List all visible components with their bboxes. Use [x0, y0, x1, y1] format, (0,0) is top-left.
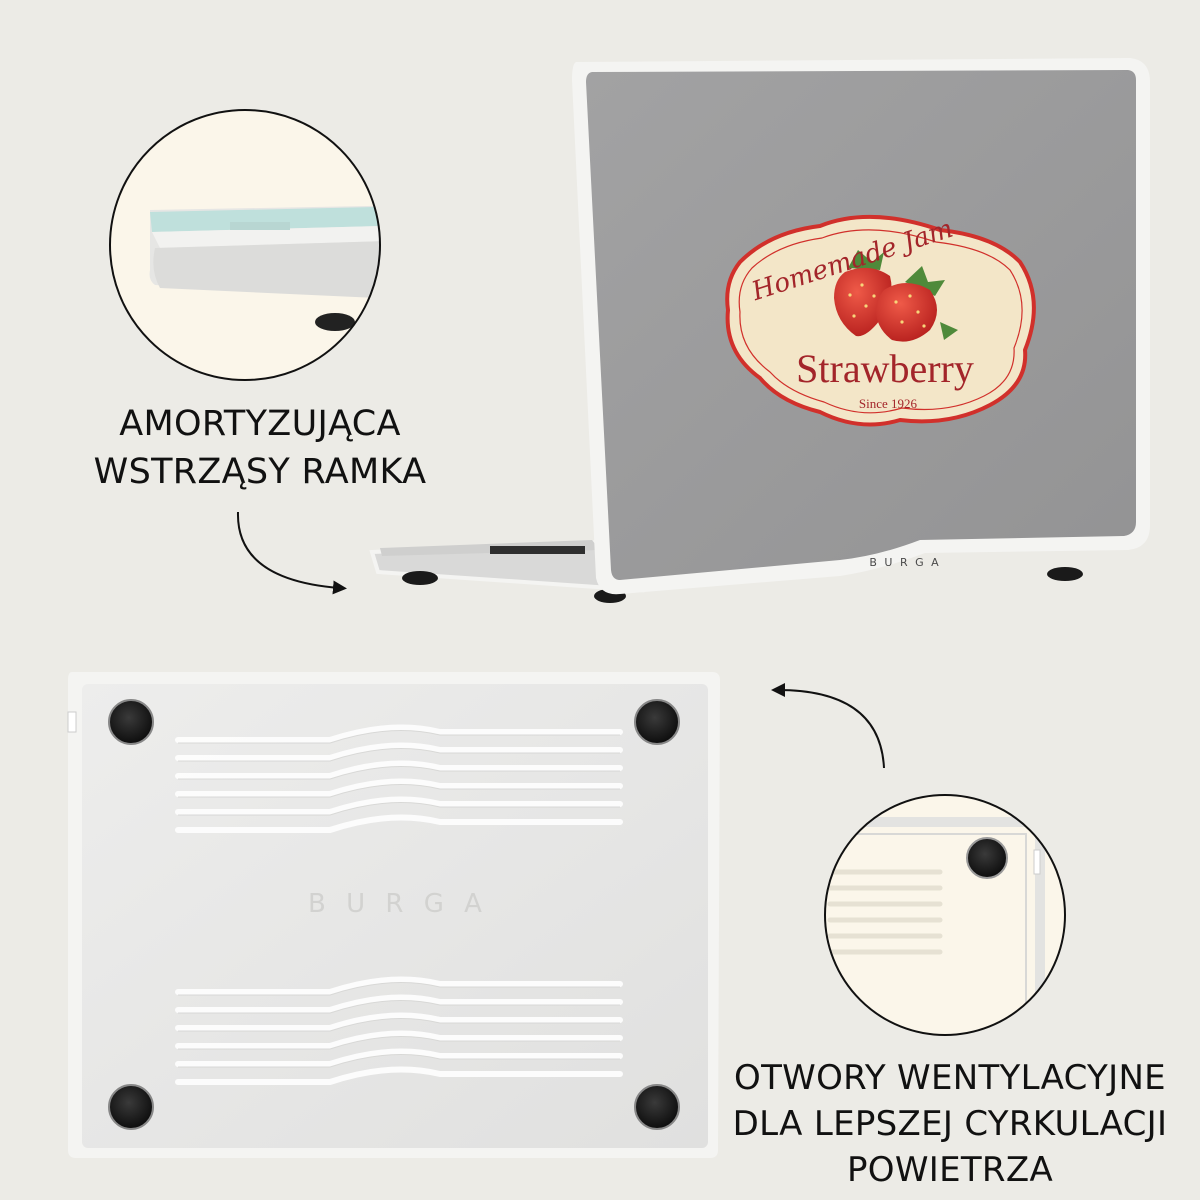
lid-brand-text: B U R G A [869, 556, 940, 569]
vent-pattern-bottom [175, 976, 623, 1085]
arrow-curved-icon [771, 683, 885, 769]
shock-absorbing-frame-caption: AMORTYZUJĄCA WSTRZĄSY RAMKA [50, 400, 470, 496]
foot-icon [634, 1084, 680, 1130]
strawberry-sticker: Homemade Jam Strawberry Since 1926 [725, 214, 1036, 427]
bottom-case: B U R G A [67, 672, 720, 1158]
caption-line: DLA LEPSZEJ CYRKULACJI [732, 1104, 1168, 1144]
foot-icon [402, 571, 438, 585]
foot-icon [108, 699, 154, 745]
caption-line: WSTRZĄSY RAMKA [93, 452, 427, 492]
bottom-brand-text: B U R G A [308, 889, 488, 919]
caption-line: AMORTYZUJĄCA [119, 404, 401, 444]
vent-detail-circle [824, 794, 1066, 1036]
strawberry-icon [834, 250, 958, 342]
sticker-since: Since 1926 [859, 396, 918, 411]
caption-line: POWIETRZA [846, 1150, 1054, 1190]
arrow-curved-icon [236, 511, 347, 595]
foot-icon [1047, 567, 1083, 581]
vent-pattern-top [175, 724, 623, 833]
foot-icon [634, 699, 680, 745]
caption-line: OTWORY WENTYLACYJNE [734, 1058, 1166, 1098]
ventilation-caption: OTWORY WENTYLACYJNE DLA LEPSZEJ CYRKULAC… [700, 1055, 1200, 1193]
foot-icon [108, 1084, 154, 1130]
keyboard-edge [490, 546, 585, 554]
sticker-title: Strawberry [796, 346, 974, 391]
frame-detail-circle [109, 109, 381, 381]
